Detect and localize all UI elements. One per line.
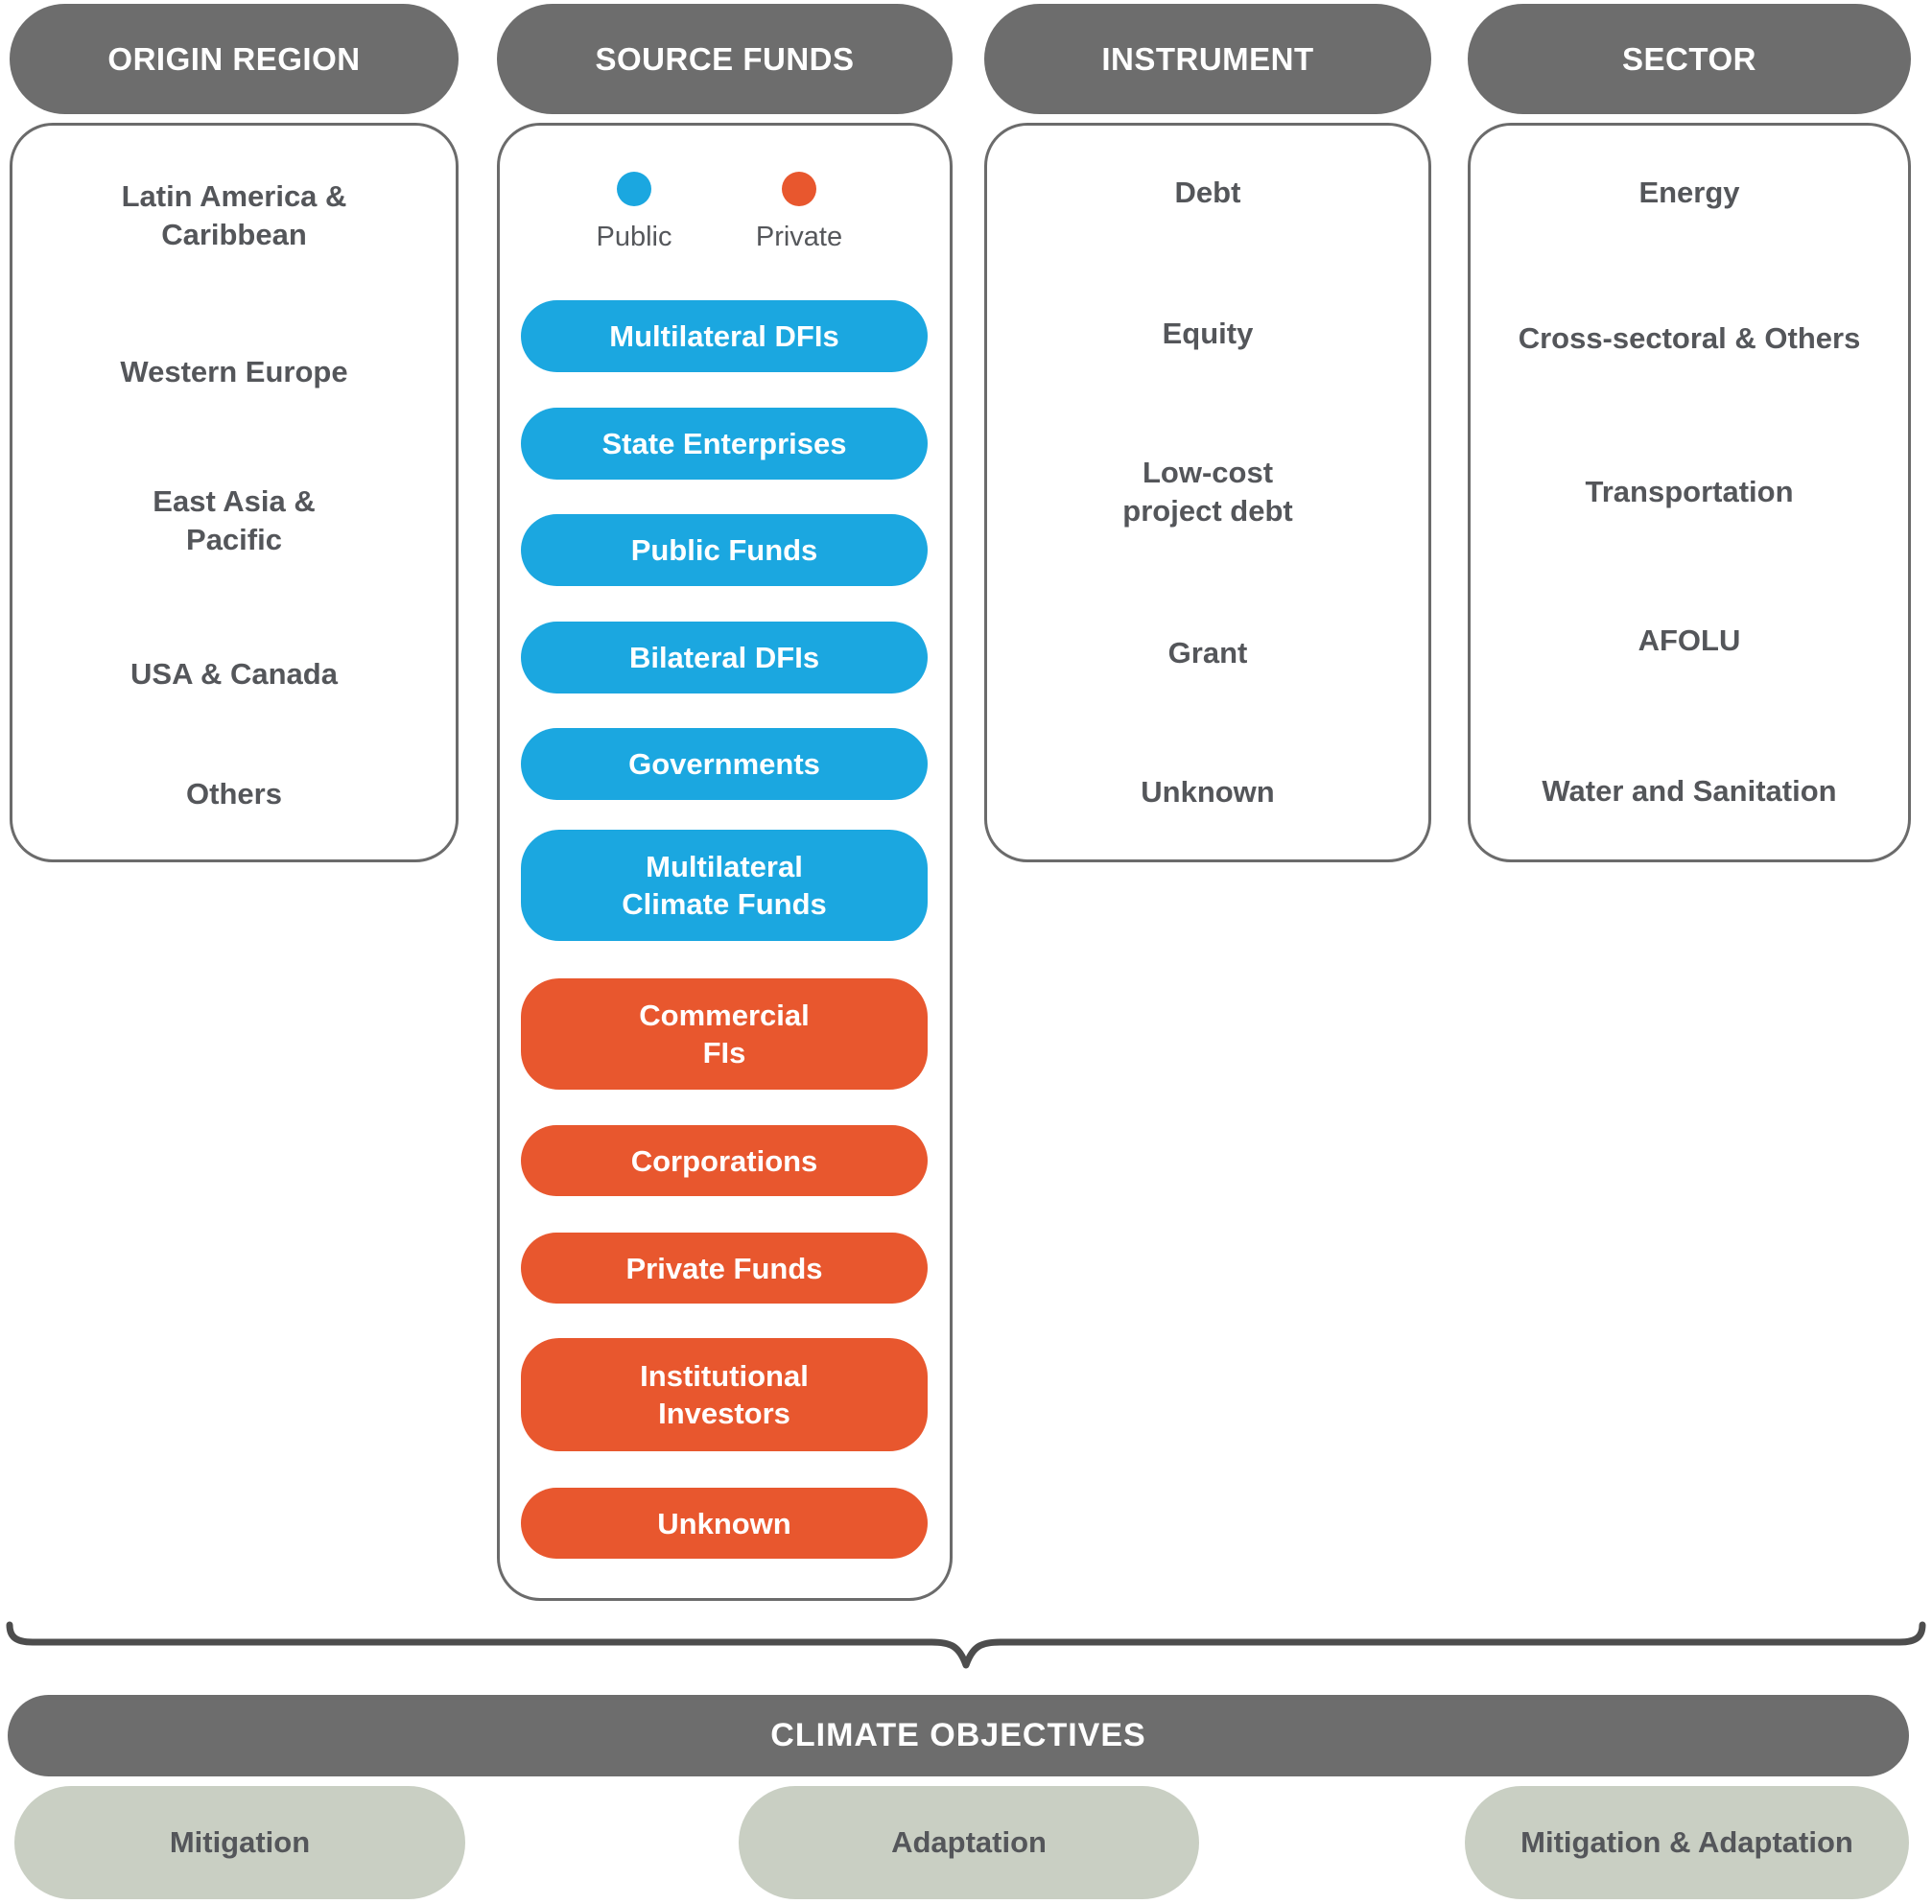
sector-item: Transportation	[1585, 475, 1794, 508]
legend-public: Public	[557, 172, 711, 253]
sector-box: Energy Cross-sectoral & Others Transport…	[1468, 123, 1911, 862]
sector-item: Energy	[1638, 176, 1740, 209]
fund-pill-institutional-investors: Institutional Investors	[521, 1338, 928, 1451]
instrument-item: Debt	[1174, 176, 1241, 209]
fund-pill-state-enterprises: State Enterprises	[521, 408, 928, 480]
fund-pill-public-funds: Public Funds	[521, 514, 928, 586]
fund-pill-multilateral-climate-funds: Multilateral Climate Funds	[521, 830, 928, 941]
origin-region-item: Others	[186, 777, 282, 811]
legend-public-label: Public	[596, 222, 672, 252]
origin-region-item: Latin America & Caribbean	[121, 179, 347, 251]
fund-pill-unknown: Unknown	[521, 1488, 928, 1559]
source-funds-box: Public Private Multilateral DFIs State E…	[497, 123, 953, 1601]
origin-region-item: USA & Canada	[130, 657, 338, 691]
origin-region-item: Western Europe	[120, 355, 348, 388]
origin-region-box: Latin America & Caribbean Western Europe…	[10, 123, 459, 862]
fund-pill-governments: Governments	[521, 728, 928, 800]
origin-region-item: East Asia & Pacific	[153, 484, 316, 556]
instrument-item: Grant	[1167, 636, 1248, 670]
sector-item: Cross-sectoral & Others	[1518, 321, 1861, 355]
instrument-item: Low-cost project debt	[1122, 456, 1293, 528]
instrument-item: Equity	[1162, 317, 1254, 350]
column-header-source-funds: SOURCE FUNDS	[497, 4, 953, 114]
sector-item: Water and Sanitation	[1542, 774, 1837, 808]
private-dot-icon	[782, 172, 816, 206]
fund-pill-bilateral-dfis: Bilateral DFIs	[521, 622, 928, 693]
column-header-instrument: INSTRUMENT	[984, 4, 1431, 114]
instrument-item: Unknown	[1141, 775, 1275, 809]
fund-pill-commercial-fis: Commercial FIs	[521, 978, 928, 1090]
legend-private: Private	[722, 172, 876, 253]
fund-pill-corporations: Corporations	[521, 1125, 928, 1196]
column-header-sector: SECTOR	[1468, 4, 1911, 114]
fund-pill-private-funds: Private Funds	[521, 1233, 928, 1304]
sector-item: AFOLU	[1637, 623, 1741, 657]
fund-pill-multilateral-dfis: Multilateral DFIs	[521, 300, 928, 372]
climate-objectives-bar: CLIMATE OBJECTIVES	[8, 1695, 1909, 1776]
objective-pill-adaptation: Adaptation	[739, 1786, 1199, 1899]
objective-pill-mitigation: Mitigation	[14, 1786, 465, 1899]
objective-pill-mitigation-adaptation: Mitigation & Adaptation	[1465, 1786, 1909, 1899]
instrument-box: Debt Equity Low-cost project debt Grant …	[984, 123, 1431, 862]
legend-private-label: Private	[755, 222, 843, 252]
public-dot-icon	[617, 172, 651, 206]
brace	[6, 1621, 1926, 1669]
column-header-origin-region: ORIGIN REGION	[10, 4, 459, 114]
